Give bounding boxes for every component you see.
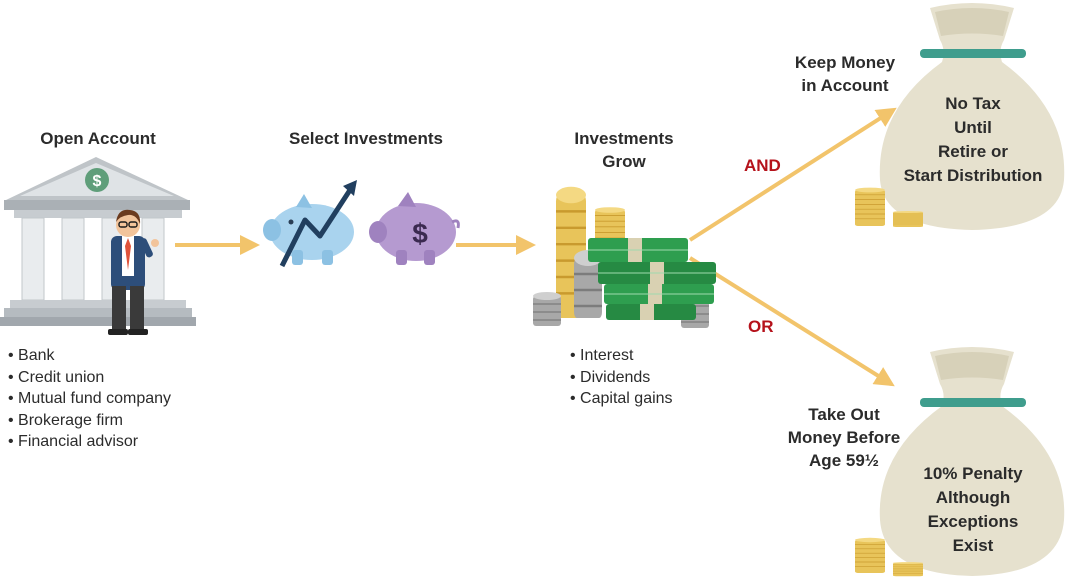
list-item: Financial advisor bbox=[8, 431, 171, 453]
arrow-take-branch bbox=[688, 256, 895, 387]
connector-and: AND bbox=[744, 156, 781, 175]
list-item: Bank bbox=[8, 345, 171, 367]
svg-text:$: $ bbox=[412, 218, 428, 249]
money-bag-icon bbox=[879, 3, 1065, 230]
list-item: Brokerage firm bbox=[8, 410, 171, 432]
step-label-open-account: Open Account bbox=[40, 129, 156, 148]
connector-or: OR bbox=[748, 317, 774, 336]
dollar-sign-icon: $ bbox=[85, 168, 109, 192]
list-item: Capital gains bbox=[570, 388, 673, 410]
grow-list: Interest Dividends Capital gains bbox=[570, 345, 673, 410]
step-label-select-investments: Select Investments bbox=[288, 129, 443, 148]
bag-text-no-tax: No Tax Until Retire or Start Distributio… bbox=[903, 94, 1043, 185]
piggy-bank-dollar-icon: $ bbox=[369, 192, 460, 265]
advisor-person-icon bbox=[108, 209, 159, 335]
arrow-keep-branch bbox=[688, 107, 897, 242]
list-item: Mutual fund company bbox=[8, 388, 171, 410]
step-label-investments-grow: Investments Grow bbox=[574, 129, 674, 171]
list-item: Interest bbox=[570, 345, 673, 367]
money-bag-icon bbox=[879, 347, 1065, 576]
trend-arrow-icon bbox=[279, 180, 357, 268]
cash-stack-icon bbox=[588, 238, 716, 320]
bag-text-penalty: 10% Penalty Although Exceptions Exist bbox=[923, 464, 1023, 555]
keep-money-label: Keep Money in Account bbox=[794, 53, 896, 95]
take-out-label: Take Out Money Before Age 59½ bbox=[787, 405, 901, 470]
list-item: Credit union bbox=[8, 367, 171, 389]
open-account-list: Bank Credit union Mutual fund company Br… bbox=[8, 345, 171, 453]
svg-text:$: $ bbox=[93, 173, 102, 190]
list-item: Dividends bbox=[570, 367, 673, 389]
